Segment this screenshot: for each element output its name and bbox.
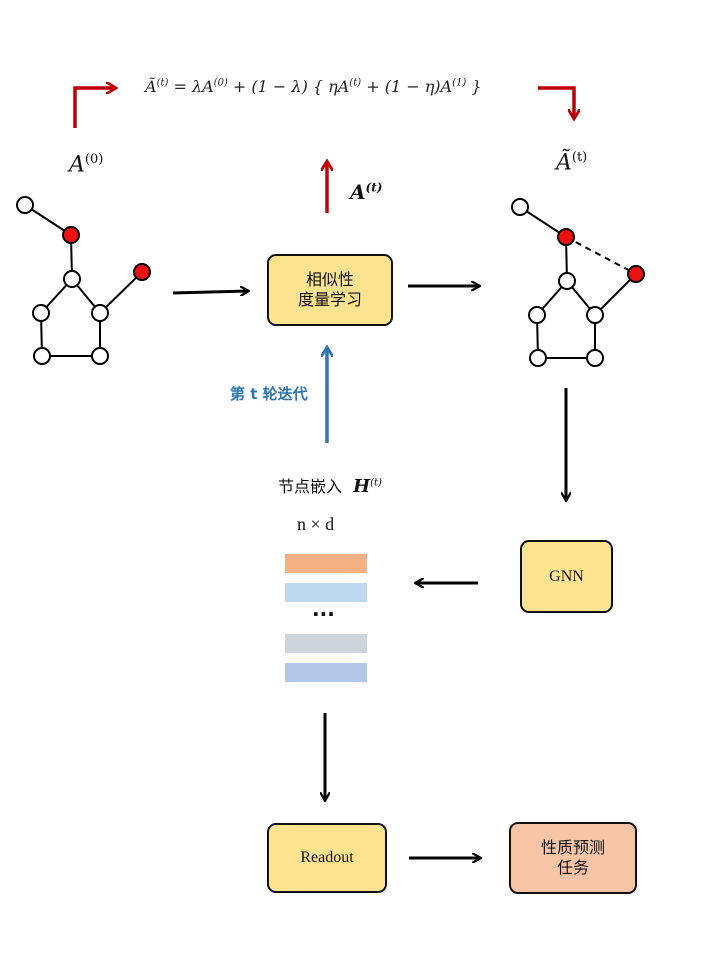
formula-mid: + (1 − λ) { ηA (227, 77, 350, 96)
update-formula: Ã(t) = λA(0) + (1 − λ) { ηA(t) + (1 − η)… (145, 77, 482, 96)
adjacency-label: A(t) (350, 180, 382, 204)
formula-lhs-sup: (t) (156, 77, 169, 89)
formula-lhs: Ã (145, 77, 157, 96)
embedding-row-blue (285, 663, 367, 682)
graph-node (586, 306, 604, 324)
graph-left-label: A(0) (69, 152, 103, 177)
graph-node (558, 272, 576, 290)
red-arrow-right-bracket (538, 86, 574, 118)
graph-node (528, 306, 546, 324)
label-base: Ã (556, 150, 572, 176)
graph-node (63, 270, 81, 288)
label-sup: (t) (571, 150, 588, 165)
label-base: A (69, 152, 85, 178)
label-sup: (t) (365, 180, 383, 195)
readout-label: Readout (300, 849, 354, 866)
graph-node-red (62, 226, 80, 244)
embedding-row-gray (285, 634, 367, 653)
graph-node (16, 196, 34, 214)
graph-right-label: Ã(t) (556, 150, 587, 175)
formula-sup1: (1) (452, 77, 467, 89)
similarity-line2: 度量学习 (297, 290, 362, 309)
formula-eq: = λA (168, 77, 214, 96)
formula-sup0: (0) (213, 77, 228, 89)
gnn-label: GNN (549, 567, 584, 585)
formula-supt: (t) (349, 77, 362, 89)
graph-node (32, 304, 50, 322)
formula-end: } (466, 77, 482, 96)
embedding-dims: n × d (297, 514, 335, 534)
arrow-graph-to-similarity (172, 291, 248, 293)
embedding-label: 节点嵌入 H(t) (278, 473, 382, 497)
embedding-symbol: H (353, 476, 371, 497)
embedding-row-orange (285, 554, 367, 573)
red-arrow-left-bracket (73, 88, 115, 128)
task-line1: 性质预测 (540, 838, 605, 857)
graph-node-red (557, 228, 575, 246)
gnn-box[interactable]: GNN (520, 540, 613, 613)
task-line2: 任务 (556, 858, 589, 877)
embedding-ellipsis: ··· (312, 602, 335, 626)
graph-left (16, 196, 151, 365)
graph-node-red (627, 265, 645, 283)
similarity-learning-box[interactable]: 相似性 度量学习 (267, 254, 393, 326)
graph-node (91, 347, 109, 365)
graph-node (511, 198, 529, 216)
property-prediction-task-box[interactable]: 性质预测 任务 (509, 822, 637, 894)
graph-right (511, 198, 645, 367)
readout-box[interactable]: Readout (267, 823, 387, 893)
iteration-label: 第 t 轮迭代 (230, 385, 308, 403)
graph-node (91, 304, 109, 322)
label-sup: (0) (84, 152, 104, 167)
embedding-sup: (t) (370, 477, 382, 489)
graph-node (529, 349, 547, 367)
similarity-line1: 相似性 (305, 270, 354, 289)
embedding-row-lightblue (285, 583, 367, 602)
formula-mid2: + (1 − η)A (361, 77, 453, 96)
label-base: A (350, 180, 366, 204)
embedding-text: 节点嵌入 (278, 477, 343, 496)
graph-node-red (133, 263, 151, 281)
graph-node (586, 349, 604, 367)
graph-node (33, 347, 51, 365)
